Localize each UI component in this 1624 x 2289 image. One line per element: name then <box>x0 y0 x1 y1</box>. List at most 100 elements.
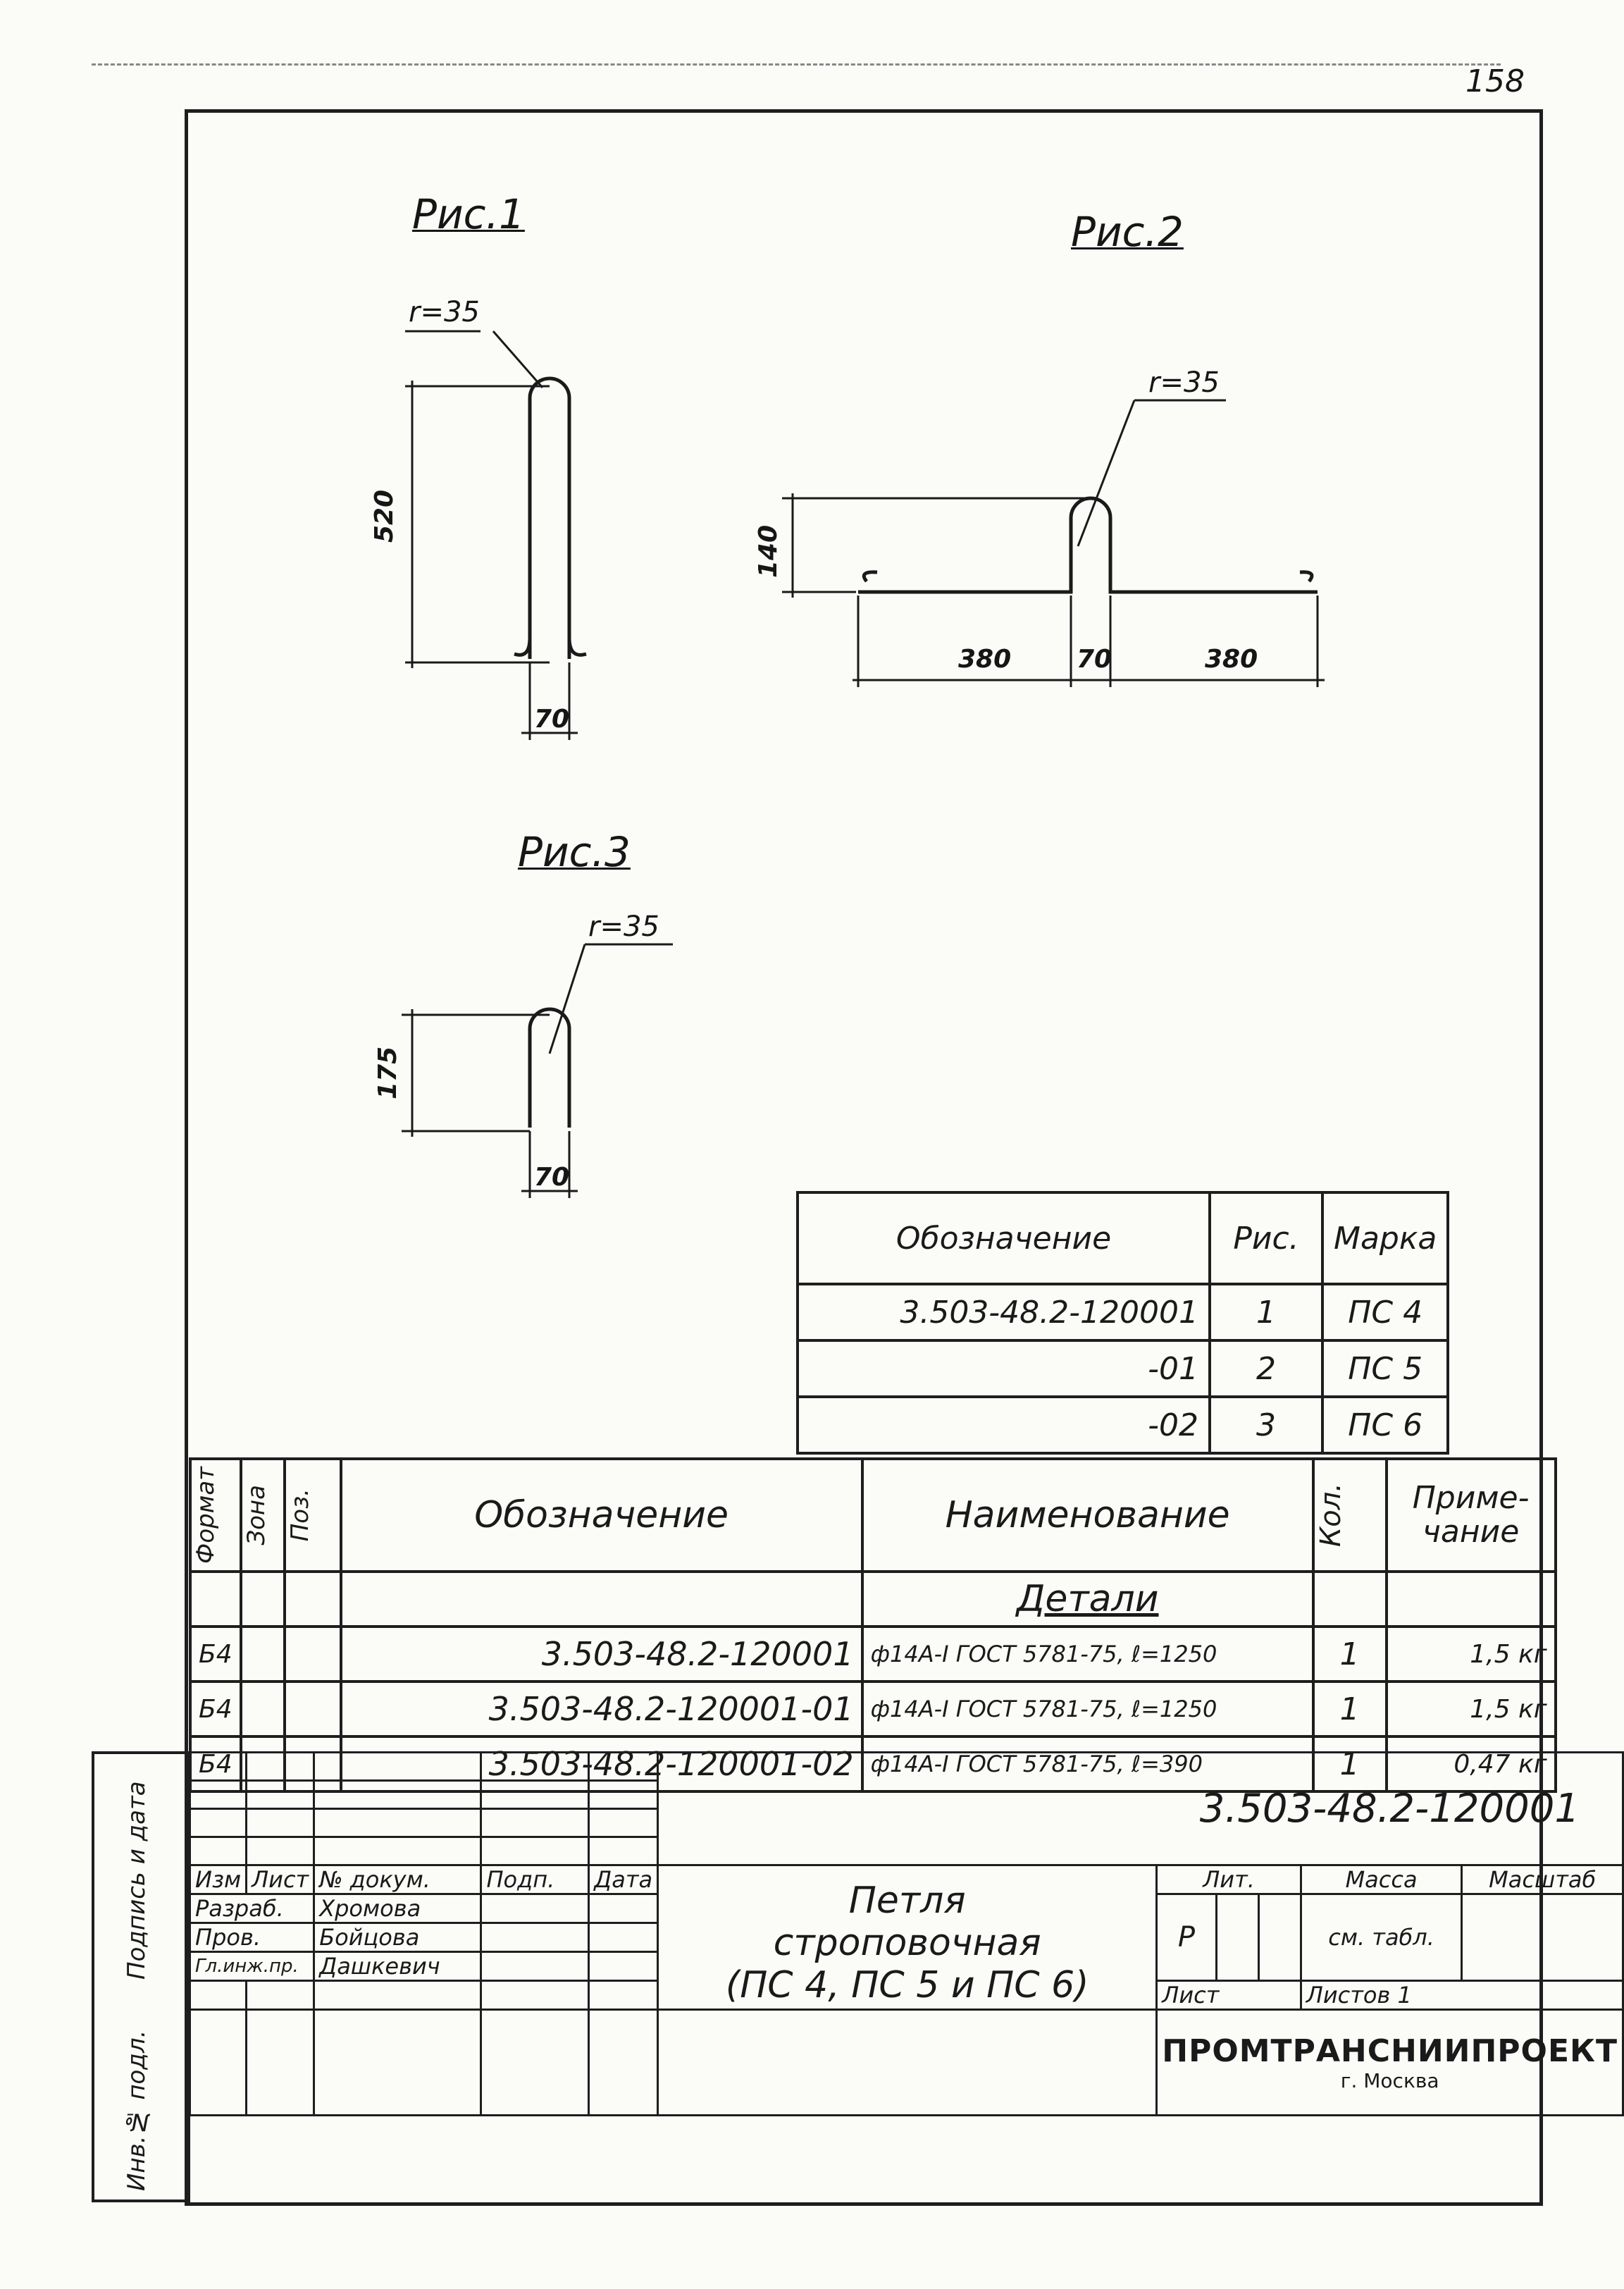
table-row: 3.503-48.2-120001 1 ПС 4 <box>796 1283 1450 1342</box>
fig2-height-dim: 140 <box>754 524 783 578</box>
fig1-radius: r=35 <box>409 296 480 328</box>
role-developer: Разраб. <box>188 1893 316 1924</box>
variant-designation: 3.503-48.2-120001 <box>796 1283 1211 1342</box>
variant-fig: 3 <box>1208 1395 1324 1455</box>
signature <box>480 1893 590 1924</box>
variants-table: Обозначение Рис. Марка 3.503-48.2-120001… <box>796 1191 1450 1455</box>
fig3-radius: r=35 <box>588 911 659 943</box>
spec-qty: 1 <box>1311 1680 1388 1738</box>
col-header-sheet: Лист <box>245 1864 316 1895</box>
spec-name: ф14А-I ГОСТ 5781-75, ℓ=1250 <box>860 1625 1315 1683</box>
spec-header-pos: Поз. <box>283 1457 342 1573</box>
spec-format: Б4 <box>189 1680 242 1738</box>
spec-section-title: Детали <box>860 1570 1315 1628</box>
mass-label: Масса <box>1299 1864 1463 1895</box>
organization: ПРОМТРАНСНИИПРОЕКТ г. Москва <box>1155 2009 1624 2116</box>
fig3-height-dim: 175 <box>373 1046 402 1099</box>
fig2-radius: r=35 <box>1148 366 1220 399</box>
col-header-change: Изм <box>188 1864 248 1895</box>
fig1-radius-leader <box>492 331 544 388</box>
table-row: Б4 3.503-48.2-120001-01 ф14А-I ГОСТ 5781… <box>189 1680 1557 1738</box>
spec-note: 1,5 кг <box>1384 1625 1557 1683</box>
fig1-height-dim: 520 <box>370 489 399 543</box>
variant-mark: ПС 6 <box>1320 1395 1450 1455</box>
spec-header-name: Наименование <box>860 1457 1315 1573</box>
table-row: Б4 3.503-48.2-120001 ф14А-I ГОСТ 5781-75… <box>189 1625 1557 1683</box>
mass-value: см. табл. <box>1299 1893 1463 1982</box>
col-header-doc: № докум. <box>313 1864 483 1895</box>
fig1-right-hook <box>567 637 587 657</box>
product-name-line2: строповочная <box>773 1921 1041 1964</box>
fig1-title: Рис.1 <box>412 190 525 238</box>
spec-qty: 1 <box>1311 1625 1388 1683</box>
variant-mark: ПС 4 <box>1320 1283 1450 1342</box>
spec-name: ф14А-I ГОСТ 5781-75, ℓ=1250 <box>860 1680 1315 1738</box>
role-chief-engineer: Гл.инж.пр. <box>188 1951 316 1982</box>
variant-designation: -01 <box>796 1339 1211 1398</box>
name-chief-engineer: Дашкевич <box>313 1951 483 1982</box>
sheet-label: Лист <box>1155 1980 1302 2011</box>
org-city: г. Москва <box>1340 2068 1439 2092</box>
fig2-mid-dim: 70 <box>1077 645 1112 674</box>
spec-header-format: Формат <box>189 1457 242 1573</box>
fig2-title: Рис.2 <box>1071 208 1184 256</box>
org-name: ПРОМТРАНСНИИПРОЕКТ <box>1162 2032 1618 2069</box>
scale-label: Масштаб <box>1461 1864 1624 1895</box>
fig1-left-hook <box>514 637 532 657</box>
fig2-loop <box>858 496 1318 594</box>
variants-header-row: Обозначение Рис. Марка <box>796 1191 1450 1285</box>
variant-fig: 2 <box>1208 1339 1324 1398</box>
spec-designation: 3.503-48.2-120001-01 <box>339 1680 864 1738</box>
fig2-dimensions <box>782 399 1325 687</box>
spec-header-designation: Обозначение <box>339 1457 864 1573</box>
variants-header-designation: Обозначение <box>796 1191 1211 1285</box>
fig2-right-dim: 380 <box>1205 645 1258 674</box>
name-checker: Бойцова <box>313 1922 483 1953</box>
spec-header-note: Приме-чание <box>1384 1457 1557 1573</box>
spec-header-zone: Зона <box>239 1457 286 1573</box>
name-developer: Хромова <box>313 1893 483 1924</box>
col-header-sign: Подп. <box>480 1864 590 1895</box>
fig1-loop <box>528 376 571 659</box>
spec-format: Б4 <box>189 1625 242 1683</box>
spec-note: 1,5 кг <box>1384 1680 1557 1738</box>
product-name: Петля строповочная (ПС 4, ПС 5 и ПС 6) <box>657 1864 1158 2011</box>
lit-value: Р <box>1155 1893 1217 1982</box>
table-row: -02 3 ПС 6 <box>796 1395 1450 1455</box>
spec-designation: 3.503-48.2-120001 <box>339 1625 864 1683</box>
signature-date-label: Подпись и дата <box>123 1781 151 1980</box>
fig2-left-dim: 380 <box>958 645 1012 674</box>
fig3-dimensions <box>402 943 673 1198</box>
product-name-line1: Петля <box>848 1880 966 1922</box>
drawing-frame <box>185 109 1543 2206</box>
inv-no-label: Инв.№ подл. <box>123 2030 151 2191</box>
doc-code: 3.503-48.2-120001 <box>657 1751 1624 1866</box>
lit-label: Лит. <box>1155 1864 1302 1895</box>
fig3-loop <box>528 1007 571 1128</box>
fig3-title: Рис.3 <box>518 828 631 876</box>
sheets-count: Листов 1 <box>1299 1980 1624 2011</box>
fig1-width-dim: 70 <box>534 705 570 734</box>
spec-header-row: Формат Зона Поз. Обозначение Наименовани… <box>189 1457 1557 1573</box>
variant-mark: ПС 5 <box>1320 1339 1450 1398</box>
page-number: 158 <box>1465 63 1525 99</box>
variant-designation: -02 <box>796 1395 1211 1455</box>
variants-header-fig: Рис. <box>1208 1191 1324 1285</box>
top-cut-line <box>92 63 1501 66</box>
variant-fig: 1 <box>1208 1283 1324 1342</box>
role-checker: Пров. <box>188 1922 316 1953</box>
product-name-line3: (ПС 4, ПС 5 и ПС 6) <box>725 1963 1089 2006</box>
signature <box>480 1922 590 1953</box>
signature <box>480 1951 590 1982</box>
col-header-date: Дата <box>588 1864 659 1895</box>
spec-header-qty: Кол. <box>1311 1457 1388 1573</box>
variants-header-mark: Марка <box>1320 1191 1450 1285</box>
fig1-dimensions <box>405 381 578 740</box>
title-block: 3.503-48.2-120001 Изм Лист № докум. Подп… <box>188 1751 1624 2116</box>
table-row: -01 2 ПС 5 <box>796 1339 1450 1398</box>
fig3-width-dim: 70 <box>534 1163 570 1192</box>
side-stamp: Подпись и дата Инв.№ подл. <box>92 1751 190 2202</box>
spec-section-row: Детали <box>189 1570 1557 1628</box>
specification-table: Формат Зона Поз. Обозначение Наименовани… <box>189 1457 1557 1793</box>
